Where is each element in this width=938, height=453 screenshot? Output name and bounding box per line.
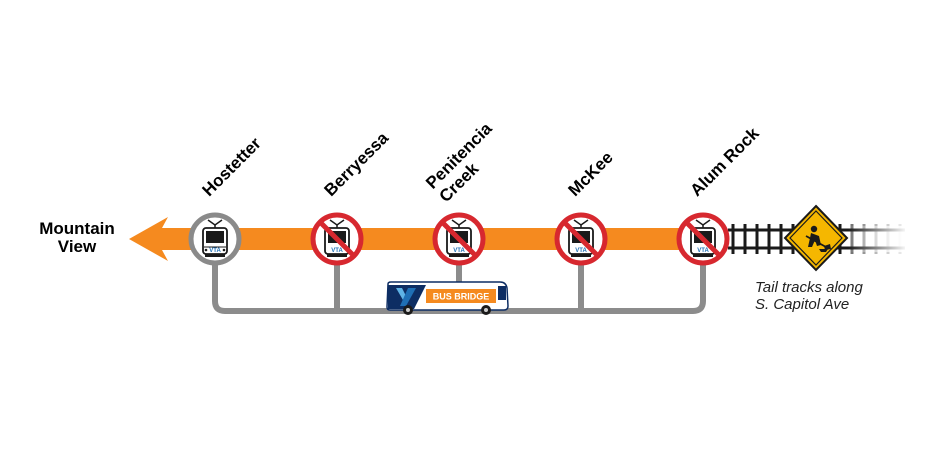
closed-slash-icon: [440, 220, 478, 258]
closed-slash-icon: [562, 220, 600, 258]
svg-text:VTA: VTA: [697, 248, 709, 254]
tail-tracks-note-line-1: Tail tracks along: [755, 279, 863, 296]
station-marker-penitencia-creek: VTA: [432, 212, 486, 266]
destination-line-1: Mountain: [39, 219, 115, 238]
closed-slash-icon: [318, 220, 356, 258]
bus-bridge-route: [212, 265, 706, 314]
destination-line-2: View: [57, 237, 97, 256]
bus-bridge-icon: BUS BRIDGE: [386, 281, 509, 315]
destination-label: Mountain View: [22, 220, 132, 256]
construction-warning-icon: [783, 204, 849, 272]
closed-slash-icon: [684, 220, 722, 258]
svg-text:VTA: VTA: [209, 248, 221, 254]
station-marker-berryessa: VTA: [310, 212, 364, 266]
tail-tracks-note: Tail tracks along S. Capitol Ave: [755, 279, 863, 313]
direction-arrow-icon: [129, 217, 168, 261]
svg-text:VTA: VTA: [575, 248, 587, 254]
station-marker-alum-rock: VTA: [676, 212, 730, 266]
bus-bridge-label: BUS BRIDGE: [433, 292, 490, 302]
station-marker-hostetter: VTA: [188, 212, 242, 266]
svg-text:VTA: VTA: [453, 248, 465, 254]
station-marker-mckee: VTA: [554, 212, 608, 266]
light-rail-train-icon: VTA: [202, 219, 228, 257]
tail-tracks-note-line-2: S. Capitol Ave: [755, 296, 850, 313]
svg-text:VTA: VTA: [331, 248, 343, 254]
